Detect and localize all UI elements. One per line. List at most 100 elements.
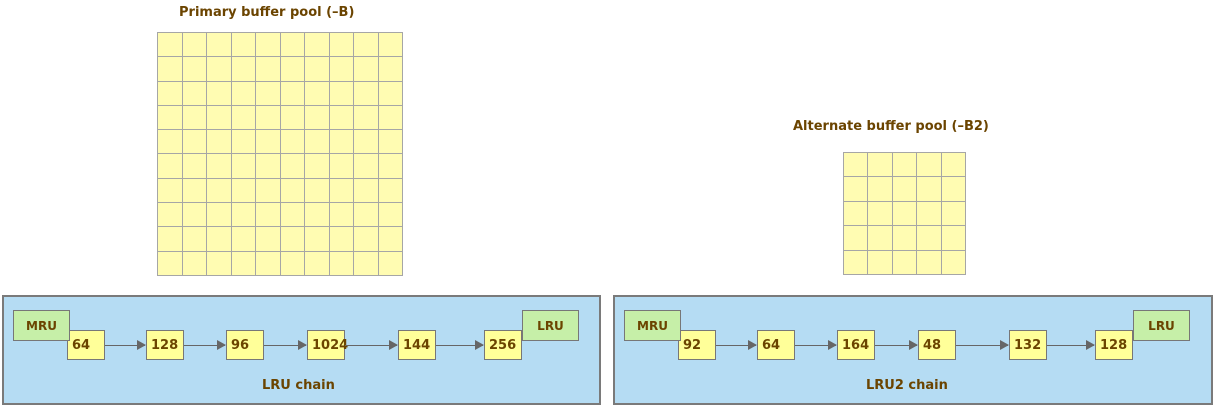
buffer-page-slot <box>305 178 329 203</box>
buffer-page-slot <box>892 177 917 201</box>
mru-tag: MRU <box>624 310 681 341</box>
buffer-page-slot <box>917 201 941 226</box>
buffer-page-slot <box>868 153 892 177</box>
buffer-page-slot <box>378 251 402 275</box>
mru-tag: MRU <box>13 310 70 341</box>
buffer-page-slot <box>329 178 353 203</box>
buffer-page-slot <box>256 178 280 203</box>
buffer-page-slot <box>354 251 378 275</box>
buffer-page-slot <box>207 154 231 178</box>
chain-page-node: 1024 <box>307 330 348 360</box>
buffer-page-slot <box>844 250 868 274</box>
buffer-page-slot <box>329 227 353 251</box>
buffer-page-slot <box>231 251 255 275</box>
buffer-page-slot <box>329 154 353 178</box>
buffer-page-slot <box>329 251 353 275</box>
buffer-page-slot <box>207 57 231 81</box>
buffer-page-slot <box>305 33 329 57</box>
buffer-page-slot <box>305 203 329 227</box>
buffer-page-slot <box>207 203 231 227</box>
chain-page-node: 128 <box>146 330 184 360</box>
buffer-page-slot <box>231 81 255 105</box>
chain-link-arrow <box>1047 340 1095 350</box>
chain-page-node: 48 <box>918 330 956 360</box>
primary-buffer-pool-grid <box>157 32 403 276</box>
buffer-page-slot <box>378 227 402 251</box>
buffer-page-slot <box>280 105 304 130</box>
buffer-page-slot <box>354 227 378 251</box>
buffer-page-slot <box>917 250 941 274</box>
buffer-page-slot <box>892 226 917 250</box>
buffer-page-slot <box>941 250 965 274</box>
buffer-page-slot <box>256 81 280 105</box>
chain-page-node: 96 <box>226 330 264 360</box>
buffer-page-slot <box>868 201 892 226</box>
chain-page-node: 64 <box>757 330 795 360</box>
buffer-page-slot <box>231 227 255 251</box>
buffer-page-slot <box>280 178 304 203</box>
buffer-page-slot <box>329 57 353 81</box>
buffer-page-slot <box>917 177 941 201</box>
chain-link-arrow <box>716 340 757 350</box>
buffer-page-slot <box>378 105 402 130</box>
buffer-page-slot <box>868 177 892 201</box>
chain-link-arrow <box>875 340 918 350</box>
chain-link-arrow <box>105 340 146 350</box>
buffer-page-slot <box>280 81 304 105</box>
buffer-page-slot <box>305 81 329 105</box>
buffer-page-slot <box>256 251 280 275</box>
buffer-page-slot <box>329 203 353 227</box>
buffer-page-slot <box>256 203 280 227</box>
buffer-page-slot <box>182 251 206 275</box>
buffer-page-slot <box>329 33 353 57</box>
lru2-chain-label: LRU2 chain <box>866 378 948 393</box>
buffer-page-slot <box>207 227 231 251</box>
buffer-page-slot <box>256 105 280 130</box>
buffer-page-slot <box>158 203 182 227</box>
buffer-page-slot <box>207 81 231 105</box>
buffer-page-slot <box>182 203 206 227</box>
buffer-page-slot <box>207 251 231 275</box>
buffer-page-slot <box>182 178 206 203</box>
primary-pool-title: Primary buffer pool (–B) <box>179 5 355 20</box>
buffer-page-slot <box>158 251 182 275</box>
buffer-page-slot <box>892 250 917 274</box>
lru-tag: LRU <box>1133 310 1190 341</box>
buffer-page-slot <box>378 81 402 105</box>
chain-page-node: 164 <box>837 330 875 360</box>
buffer-page-slot <box>231 57 255 81</box>
buffer-page-slot <box>378 154 402 178</box>
buffer-page-slot <box>941 201 965 226</box>
lru-chain-label: LRU chain <box>262 378 335 393</box>
buffer-page-slot <box>207 130 231 154</box>
buffer-page-slot <box>182 130 206 154</box>
buffer-page-slot <box>305 57 329 81</box>
buffer-page-slot <box>354 154 378 178</box>
buffer-page-slot <box>305 130 329 154</box>
chain-page-node: 132 <box>1009 330 1047 360</box>
buffer-page-slot <box>305 154 329 178</box>
buffer-page-slot <box>844 226 868 250</box>
buffer-page-slot <box>329 81 353 105</box>
buffer-page-slot <box>868 250 892 274</box>
buffer-page-slot <box>280 227 304 251</box>
buffer-page-slot <box>231 178 255 203</box>
chain-link-arrow <box>345 340 398 350</box>
buffer-page-slot <box>941 153 965 177</box>
buffer-page-slot <box>182 105 206 130</box>
buffer-page-slot <box>354 130 378 154</box>
buffer-page-slot <box>158 227 182 251</box>
buffer-page-slot <box>354 178 378 203</box>
buffer-page-slot <box>280 203 304 227</box>
buffer-page-slot <box>182 154 206 178</box>
buffer-page-slot <box>280 154 304 178</box>
buffer-page-slot <box>256 130 280 154</box>
buffer-page-slot <box>892 201 917 226</box>
buffer-page-slot <box>280 251 304 275</box>
buffer-page-slot <box>182 81 206 105</box>
buffer-page-slot <box>158 105 182 130</box>
buffer-page-slot <box>231 105 255 130</box>
chain-page-node: 64 <box>67 330 105 360</box>
buffer-page-slot <box>305 251 329 275</box>
